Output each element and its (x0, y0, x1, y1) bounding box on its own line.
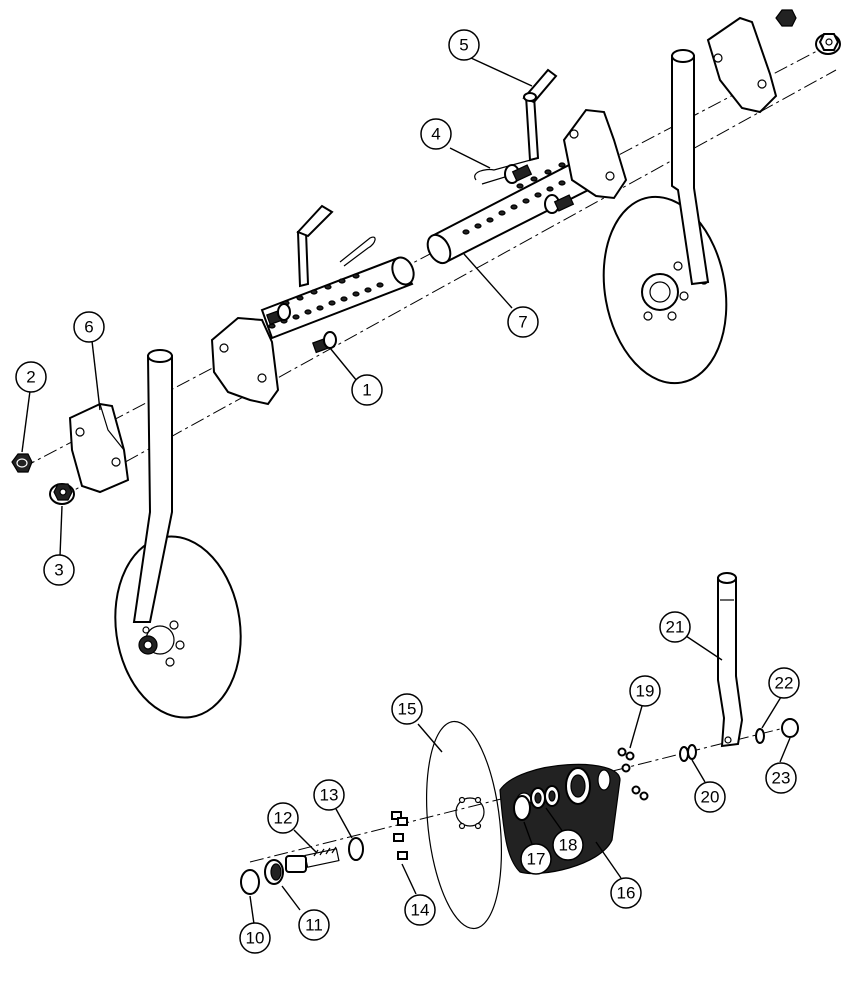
right-flange-nut (815, 33, 841, 55)
left-tube (260, 256, 414, 340)
callout-14: 14 (404, 894, 436, 926)
callout-20: 20 (694, 781, 726, 813)
svg-text:12: 12 (274, 809, 293, 828)
callout-23: 23 (765, 762, 797, 794)
o-ring-13 (348, 837, 364, 861)
callout-18: 18 (552, 829, 584, 861)
nuts-19 (617, 747, 649, 801)
seal-17 (513, 795, 531, 821)
svg-text:16: 16 (617, 884, 636, 903)
svg-text:17: 17 (527, 850, 546, 869)
svg-text:11: 11 (305, 916, 323, 935)
svg-text:2: 2 (26, 368, 35, 387)
nut-23 (781, 718, 799, 738)
washer-22 (755, 728, 765, 744)
svg-text:22: 22 (775, 674, 794, 693)
washers-20 (679, 744, 697, 762)
svg-text:20: 20 (701, 788, 720, 807)
left-mount-plate (68, 402, 130, 494)
svg-text:4: 4 (431, 125, 440, 144)
svg-text:13: 13 (320, 786, 339, 805)
callout-7: 7 (507, 306, 539, 338)
callout-21: 21 (659, 611, 691, 643)
callout-10: 10 (239, 922, 271, 954)
hub-exploded-assembly (240, 572, 799, 930)
spindle-bolt-12 (285, 846, 340, 873)
snap-ring-10 (240, 869, 260, 895)
left-tube-holes (268, 273, 384, 329)
bolts-14 (391, 811, 408, 860)
callout-2: 2 (15, 361, 47, 393)
right-tube-holes (462, 162, 590, 235)
svg-text:23: 23 (772, 769, 791, 788)
left-flange-nut-3 (49, 483, 75, 505)
callout-15: 15 (391, 693, 423, 725)
left-bolt-1 (312, 331, 337, 354)
right-bolt-b (544, 194, 575, 214)
callout-19: 19 (629, 675, 661, 707)
callout-4: 4 (420, 118, 452, 150)
svg-text:15: 15 (398, 700, 417, 719)
svg-text:14: 14 (411, 901, 430, 920)
svg-text:10: 10 (246, 929, 265, 948)
svg-text:18: 18 (559, 836, 578, 855)
left-lock-pin (296, 204, 334, 288)
callout-6: 6 (73, 311, 105, 343)
disc-15 (425, 720, 503, 930)
callout-17: 17 (520, 843, 552, 875)
callout-16: 16 (610, 877, 642, 909)
callout-3: 3 (43, 554, 75, 586)
callout-1: 1 (351, 374, 383, 406)
right-lock-pin-5 (522, 68, 558, 162)
left-gauge-wheel-assembly (11, 204, 415, 719)
left-nut-2 (11, 453, 33, 473)
right-gauge-wheel-assembly (426, 9, 841, 385)
right-shank (671, 55, 710, 286)
callouts: 1 2 3 4 5 6 7 10 (15, 29, 800, 954)
shank-21 (717, 577, 744, 748)
left-bolt-1b (266, 303, 291, 326)
right-nut (775, 9, 797, 27)
callout-5: 5 (448, 29, 480, 61)
svg-text:6: 6 (84, 318, 93, 337)
right-bolt (504, 164, 533, 184)
left-hair-pin-clip (339, 236, 376, 267)
leader-lines (21, 57, 791, 925)
callout-12: 12 (267, 802, 299, 834)
svg-text:19: 19 (636, 682, 655, 701)
svg-text:7: 7 (518, 313, 527, 332)
left-arm-bracket (210, 316, 280, 406)
svg-text:21: 21 (666, 618, 685, 637)
svg-text:5: 5 (459, 36, 468, 55)
callout-22: 22 (768, 667, 800, 699)
svg-text:3: 3 (54, 561, 63, 580)
svg-text:1: 1 (362, 381, 371, 400)
callout-11: 11 (298, 909, 330, 941)
callout-13: 13 (313, 779, 345, 811)
right-mount-plate (706, 16, 778, 114)
